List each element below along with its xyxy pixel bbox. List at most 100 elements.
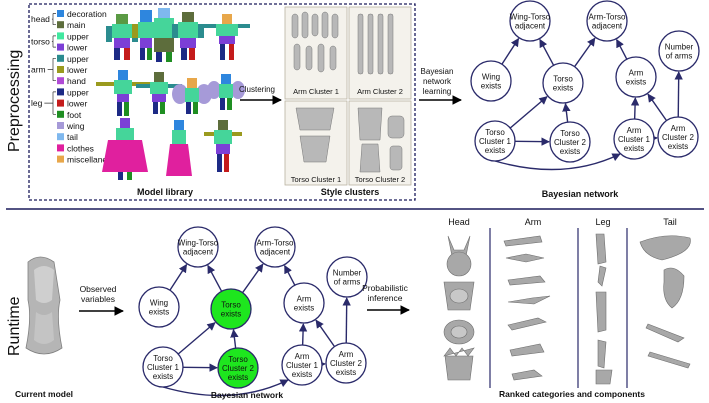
column-leg: Leg — [595, 217, 610, 227]
model-library-figures — [96, 8, 250, 180]
bn-learning-label-1: Bayesian — [421, 67, 454, 76]
bn-node-label: Cluster 1 — [618, 135, 651, 144]
legend-swatch — [57, 54, 64, 62]
bn-node-label: exists — [485, 146, 505, 155]
cluster-label-arm-1: Arm Cluster 1 — [293, 87, 339, 96]
legend-swatch — [57, 110, 64, 118]
legend-swatch — [57, 155, 64, 163]
legend-item-label: lower — [67, 99, 87, 109]
bn-edge-curved — [162, 379, 289, 397]
probabilistic-label-1: Probabilistic — [362, 283, 409, 293]
legend-item-label: upper — [67, 87, 89, 97]
bn-node-label: exists — [221, 309, 241, 318]
bn-node-label: exists — [228, 373, 248, 382]
bn-node-label: Wing — [482, 72, 500, 81]
bn-node-label: Cluster 1 — [479, 137, 512, 146]
bn-node-label: adjacent — [515, 21, 546, 30]
bn-node-label: Arm-Torso — [257, 238, 294, 247]
bn-edge — [616, 38, 628, 60]
bn-node-label: Cluster 2 — [222, 364, 255, 373]
legend-swatch — [57, 10, 64, 17]
cluster-label-torso-2: Torso Cluster 2 — [355, 175, 405, 184]
bn-node-arm-torso — [254, 226, 296, 268]
bn-edge — [509, 96, 548, 129]
bn-node-label: of arms — [666, 51, 693, 60]
bn-node-label: exists — [153, 372, 173, 381]
bn-edge — [574, 37, 596, 68]
bn-node-label: Torso — [553, 74, 573, 83]
preprocessing-box — [28, 3, 416, 201]
bn-edge-curved — [494, 153, 621, 171]
bn-edge — [230, 329, 239, 349]
legend-item-label: miscellaneous — [67, 155, 121, 165]
bn-node-label: Arm — [295, 352, 310, 361]
observed-label-2: variables — [81, 294, 115, 304]
bn-node-label: exists — [560, 147, 580, 156]
bn-node-num-arms — [658, 30, 700, 72]
legend-group-head: head — [31, 14, 50, 24]
bn-node-label: Torso — [221, 300, 241, 309]
style-clusters-caption: Style clusters — [321, 187, 380, 197]
clustering-label: Clustering — [239, 85, 275, 94]
bn-node-label: Cluster 2 — [330, 359, 363, 368]
current-model-render — [25, 256, 63, 355]
section-runtime: Runtime — [6, 296, 23, 356]
legend-group-torso: torso — [31, 37, 50, 47]
bn-node-wing-torso — [509, 0, 551, 42]
bn-node-label: Arm-Torso — [589, 12, 626, 21]
cluster-label-arm-2: Arm Cluster 2 — [357, 87, 403, 96]
bn-learning-label-3: learning — [423, 87, 451, 96]
legend-item-label: tail — [67, 132, 78, 142]
legend-swatch — [57, 21, 64, 29]
legend-swatch — [57, 88, 64, 96]
legend-group-arm: arm — [31, 65, 46, 75]
legend-swatch — [57, 133, 64, 141]
bn-edge — [242, 263, 264, 294]
bn-edge — [169, 263, 188, 291]
legend-item-label: lower — [67, 43, 87, 53]
bn-edge — [647, 93, 668, 122]
section-preprocessing: Preprocessing — [6, 50, 23, 152]
bn-node-label: Arm — [627, 126, 642, 135]
bn-node-label: adjacent — [260, 247, 291, 256]
bn-node-arm-torso — [586, 0, 628, 42]
bn-node-torso — [210, 288, 252, 330]
bn-node-tc2 — [217, 347, 259, 389]
bn-node-label: of arms — [334, 277, 361, 286]
bn-node-tc1 — [474, 120, 516, 162]
legend-item-label: main — [67, 20, 86, 30]
bn-node-label: exists — [149, 307, 169, 316]
bn-edge — [501, 37, 520, 65]
bn-edge — [562, 103, 571, 123]
bn-node-tc1 — [142, 346, 184, 388]
bn-node-wing-torso — [177, 226, 219, 268]
bn-node-tc2 — [549, 121, 591, 163]
legend-item-label: decoration — [67, 9, 107, 19]
bn-edge — [342, 297, 351, 344]
bn-node-torso — [542, 62, 584, 104]
bn-node-label: exists — [292, 370, 312, 379]
model-library-caption: Model library — [137, 187, 193, 197]
bn-node-label: exists — [668, 142, 688, 151]
bn-node-label: Cluster 1 — [147, 363, 180, 372]
bn-node-arm — [615, 56, 657, 98]
bn-edge — [284, 264, 296, 286]
legend-item-label: lower — [67, 65, 87, 75]
legend-item-label: upper — [67, 54, 89, 64]
bn-node-label: Torso — [153, 354, 173, 363]
bn-node-ac1 — [613, 118, 655, 160]
column-tail: Tail — [663, 217, 677, 227]
legend-item-label: hand — [67, 76, 86, 86]
bn-edge — [207, 264, 223, 292]
legend: decorationmainupperlowerupperlowerhandup… — [31, 9, 121, 165]
bn-node-label: Cluster 2 — [554, 138, 587, 147]
observed-label-1: Observed — [80, 284, 117, 294]
bn-learning-label-2: network — [423, 77, 452, 86]
bn-node-label: adjacent — [183, 247, 214, 256]
ranked-components: Head Arm Leg Tail — [443, 217, 691, 388]
bn-node-label: Arm — [339, 350, 354, 359]
bn-node-label: Arm — [671, 124, 686, 133]
bn-node-wing — [470, 60, 512, 102]
bayesian-network-bottom: Wing-TorsoadjacentArm-TorsoadjacentWinge… — [138, 226, 368, 397]
bn-node-ac2 — [657, 116, 699, 158]
